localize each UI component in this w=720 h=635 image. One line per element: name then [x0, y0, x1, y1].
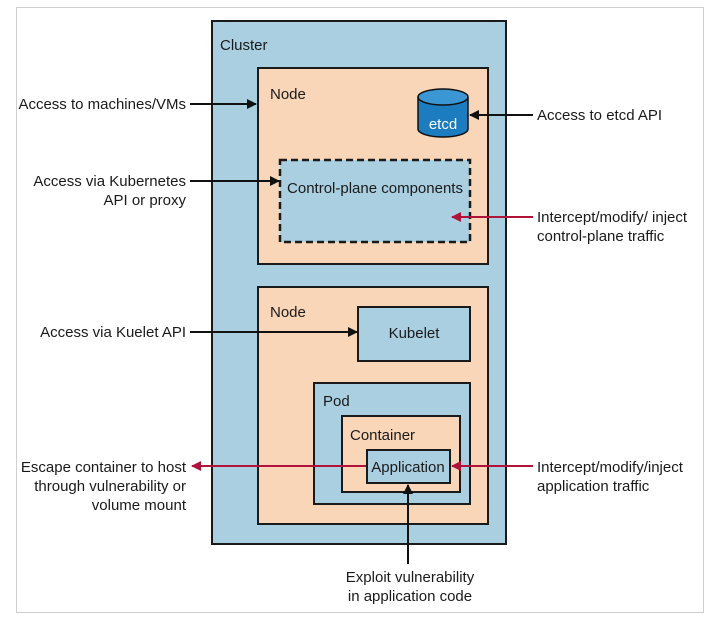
- application-label: Application: [371, 459, 444, 476]
- annotation-exploit-line1: Exploit vulnerability: [346, 569, 475, 586]
- annotation-k8s-api-line1: Access via Kubernetes: [33, 173, 186, 190]
- annotation-exploit-line2: in application code: [348, 588, 472, 605]
- control-plane-label: Control-plane components: [287, 180, 463, 197]
- etcd-label: etcd: [429, 116, 457, 133]
- annotation-escape-line3: volume mount: [92, 497, 187, 514]
- node-top-label: Node: [270, 86, 306, 103]
- annotation-intercept-app-line2: application traffic: [537, 478, 650, 495]
- annotation-k8s-api-line2: API or proxy: [103, 192, 186, 209]
- annotation-etcd-api: Access to etcd API: [537, 107, 662, 124]
- kubelet-label: Kubelet: [389, 325, 441, 342]
- annotation-intercept-cp-line1: Intercept/modify/ inject: [537, 209, 688, 226]
- annotation-escape-line2: through vulnerability or: [34, 478, 186, 495]
- container-label: Container: [350, 427, 415, 444]
- node-bottom-label: Node: [270, 304, 306, 321]
- etcd-database-icon: [417, 88, 469, 138]
- control-plane-box: [278, 158, 472, 244]
- application-box: [366, 449, 451, 484]
- annotation-machines: Access to machines/VMs: [18, 96, 186, 113]
- annotation-escape-line1: Escape container to host: [21, 459, 187, 476]
- annotation-intercept-cp-line2: control-plane traffic: [537, 228, 665, 245]
- annotation-intercept-app-line1: Intercept/modify/inject: [537, 459, 684, 476]
- kubelet-box: [357, 306, 471, 362]
- annotation-kubelet-api: Access via Kuelet API: [40, 324, 186, 341]
- pod-label: Pod: [323, 393, 350, 410]
- cluster-label: Cluster: [220, 37, 268, 54]
